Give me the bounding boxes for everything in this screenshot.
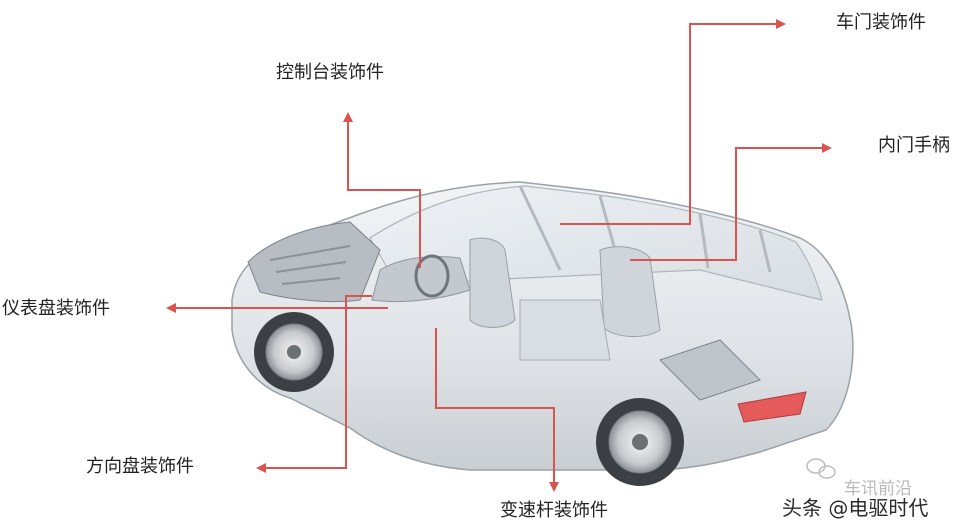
steering-trim-label: 方向盘装饰件 bbox=[86, 456, 194, 477]
arrowhead bbox=[343, 112, 353, 122]
inner-handle-label: 内门手柄 bbox=[878, 135, 950, 156]
rear-wheel bbox=[596, 398, 684, 486]
rear-seat bbox=[599, 246, 661, 337]
steering-wheel bbox=[414, 254, 450, 298]
console-trim-label: 控制台装饰件 bbox=[276, 62, 384, 83]
front-wheel bbox=[254, 312, 334, 392]
arrowhead bbox=[822, 143, 832, 153]
inner-handle-leader bbox=[630, 147, 824, 261]
watermark-main: 头条 @电驱时代 bbox=[782, 496, 929, 520]
arrowhead bbox=[166, 303, 176, 313]
steering-trim-leader bbox=[266, 295, 372, 469]
arrowhead bbox=[256, 463, 266, 473]
wechat-icon bbox=[806, 458, 836, 479]
engine-bay bbox=[247, 221, 381, 303]
tail-light bbox=[737, 391, 807, 423]
dashboard-trim-label: 仪表盘装饰件 bbox=[2, 298, 110, 319]
watermark-faint: 车讯前沿 bbox=[844, 479, 912, 499]
console-trim-leader bbox=[347, 120, 421, 268]
arrowhead bbox=[776, 19, 786, 29]
gearshift-trim-leader bbox=[435, 328, 555, 484]
front-seat bbox=[469, 237, 516, 328]
arrowhead bbox=[549, 482, 559, 492]
door-trim-label: 车门装饰件 bbox=[836, 12, 926, 33]
door-trim-leader bbox=[560, 23, 778, 225]
gearshift-trim-label: 变速杆装饰件 bbox=[500, 500, 608, 521]
